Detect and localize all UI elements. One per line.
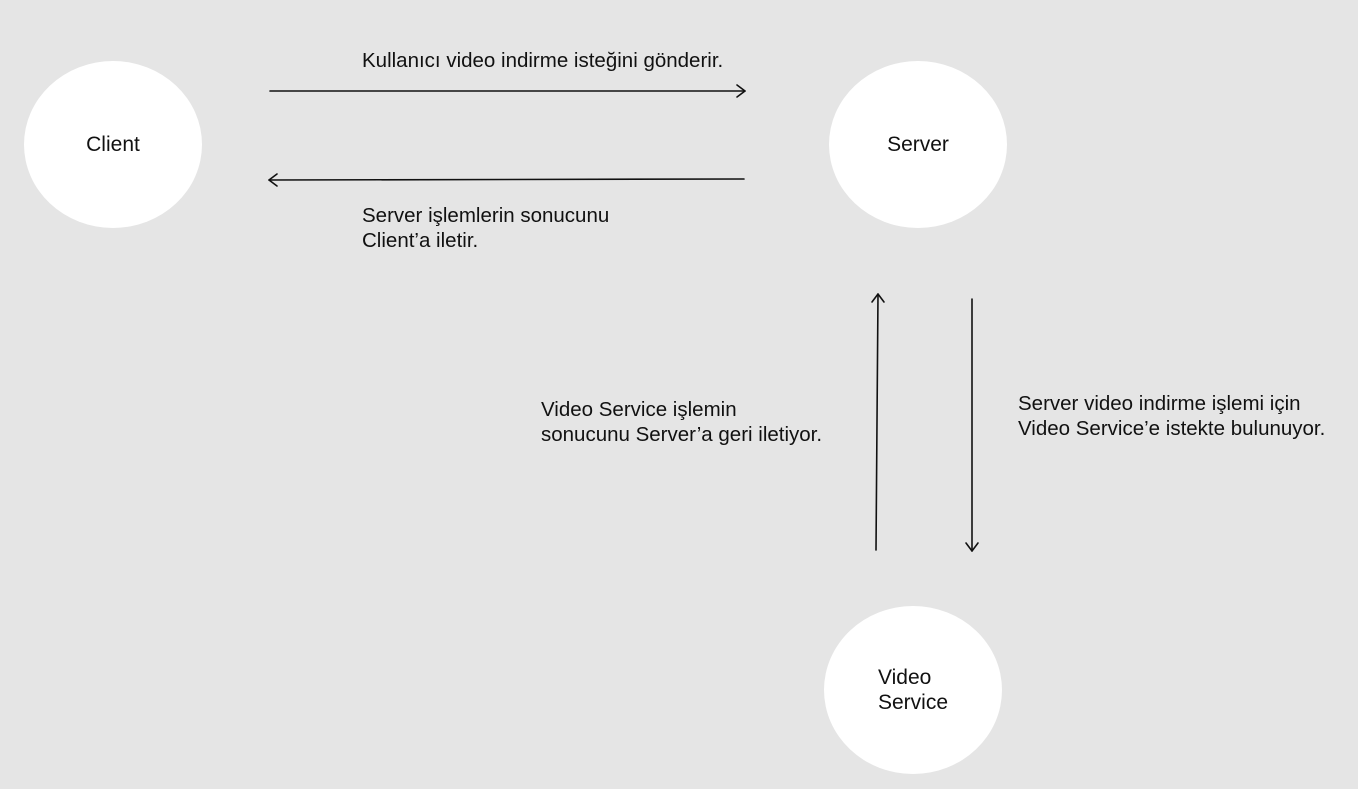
- arrow-client-to-server: [269, 84, 746, 98]
- node-video-service: Video Service: [824, 606, 1002, 774]
- node-server-label: Server: [887, 133, 949, 156]
- arrow-server-to-client: [268, 173, 745, 187]
- arrow-video-service-to-server-head: [871, 293, 885, 303]
- arrow-video-service-to-server: [871, 293, 885, 551]
- node-server: Server: [829, 61, 1007, 228]
- arrow-server-to-client-head: [268, 173, 278, 187]
- node-client: Client: [24, 61, 202, 228]
- edge-label-server-to-client: Server işlemlerin sonucunu Client’a ilet…: [362, 204, 610, 252]
- arrow-video-service-to-server-shaft: [875, 293, 879, 551]
- arrow-server-to-video-service-head: [965, 542, 979, 552]
- edge-label-server-to-video-service: Server video indirme işlemi için Video S…: [1018, 392, 1326, 440]
- edge-label-video-service-to-server: Video Service işlemin sonucunu Server’a …: [541, 398, 823, 446]
- arrow-client-to-server-head: [736, 84, 746, 98]
- node-video-service-label: Video Service: [878, 666, 949, 714]
- edge-label-client-to-server: Kullanıcı video indirme isteğini gönderi…: [362, 49, 724, 72]
- node-client-label: Client: [86, 133, 140, 156]
- arrow-server-to-video-service: [965, 298, 979, 552]
- arrow-server-to-client-shaft: [268, 178, 745, 181]
